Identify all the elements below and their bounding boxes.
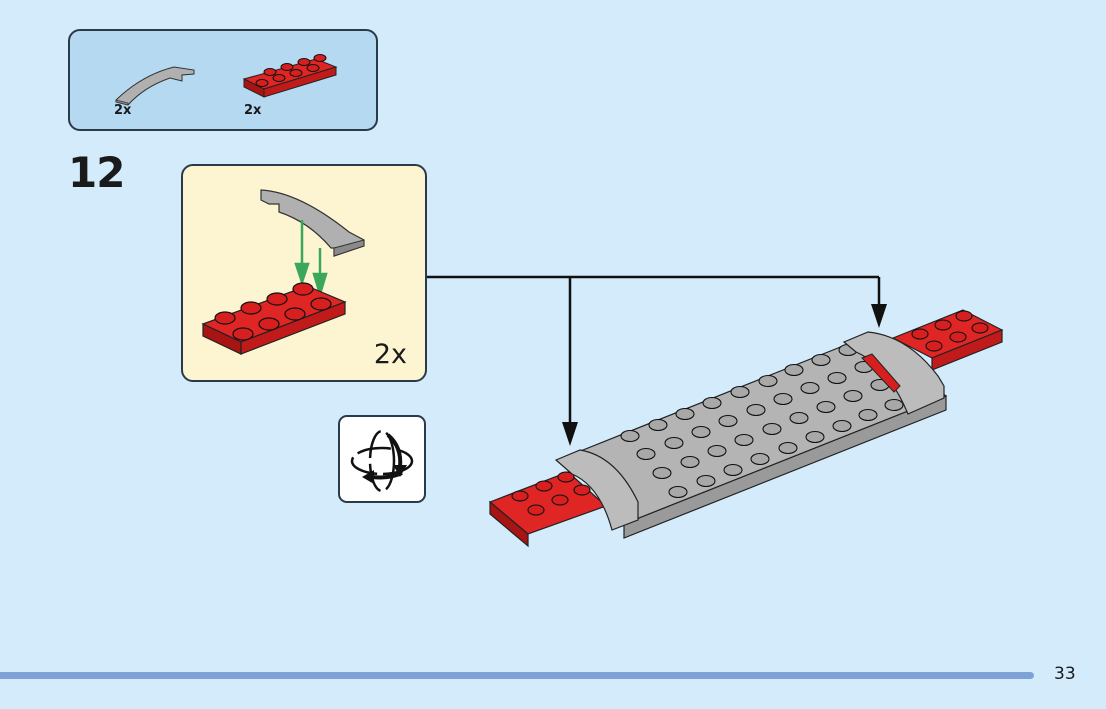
arrow-down-left-icon xyxy=(562,422,578,446)
right-red-plate xyxy=(891,309,1004,371)
green-arrow-icon xyxy=(294,220,328,299)
footer-bar xyxy=(0,672,1034,679)
part-qty-curved-slope: 2x xyxy=(114,103,132,118)
arrow-down-right-icon xyxy=(871,304,887,328)
parts-callout-box: 2x 2x xyxy=(68,29,378,131)
subassembly-box: 2x xyxy=(181,164,427,382)
red-plate-part-icon xyxy=(242,54,338,98)
part-qty-red-plate: 2x xyxy=(244,103,262,118)
gray-studs xyxy=(620,343,904,499)
subassembly-illustration xyxy=(201,189,365,355)
page-number: 33 xyxy=(1054,664,1076,684)
left-curved-slope xyxy=(554,449,639,531)
main-model-illustration xyxy=(488,309,1004,548)
rotate-model-icon xyxy=(350,429,414,493)
rotate-model-box xyxy=(338,415,426,503)
subassembly-qty: 2x xyxy=(373,339,407,370)
curved-slope-part-icon xyxy=(115,66,195,106)
step-number: 12 xyxy=(68,148,125,197)
